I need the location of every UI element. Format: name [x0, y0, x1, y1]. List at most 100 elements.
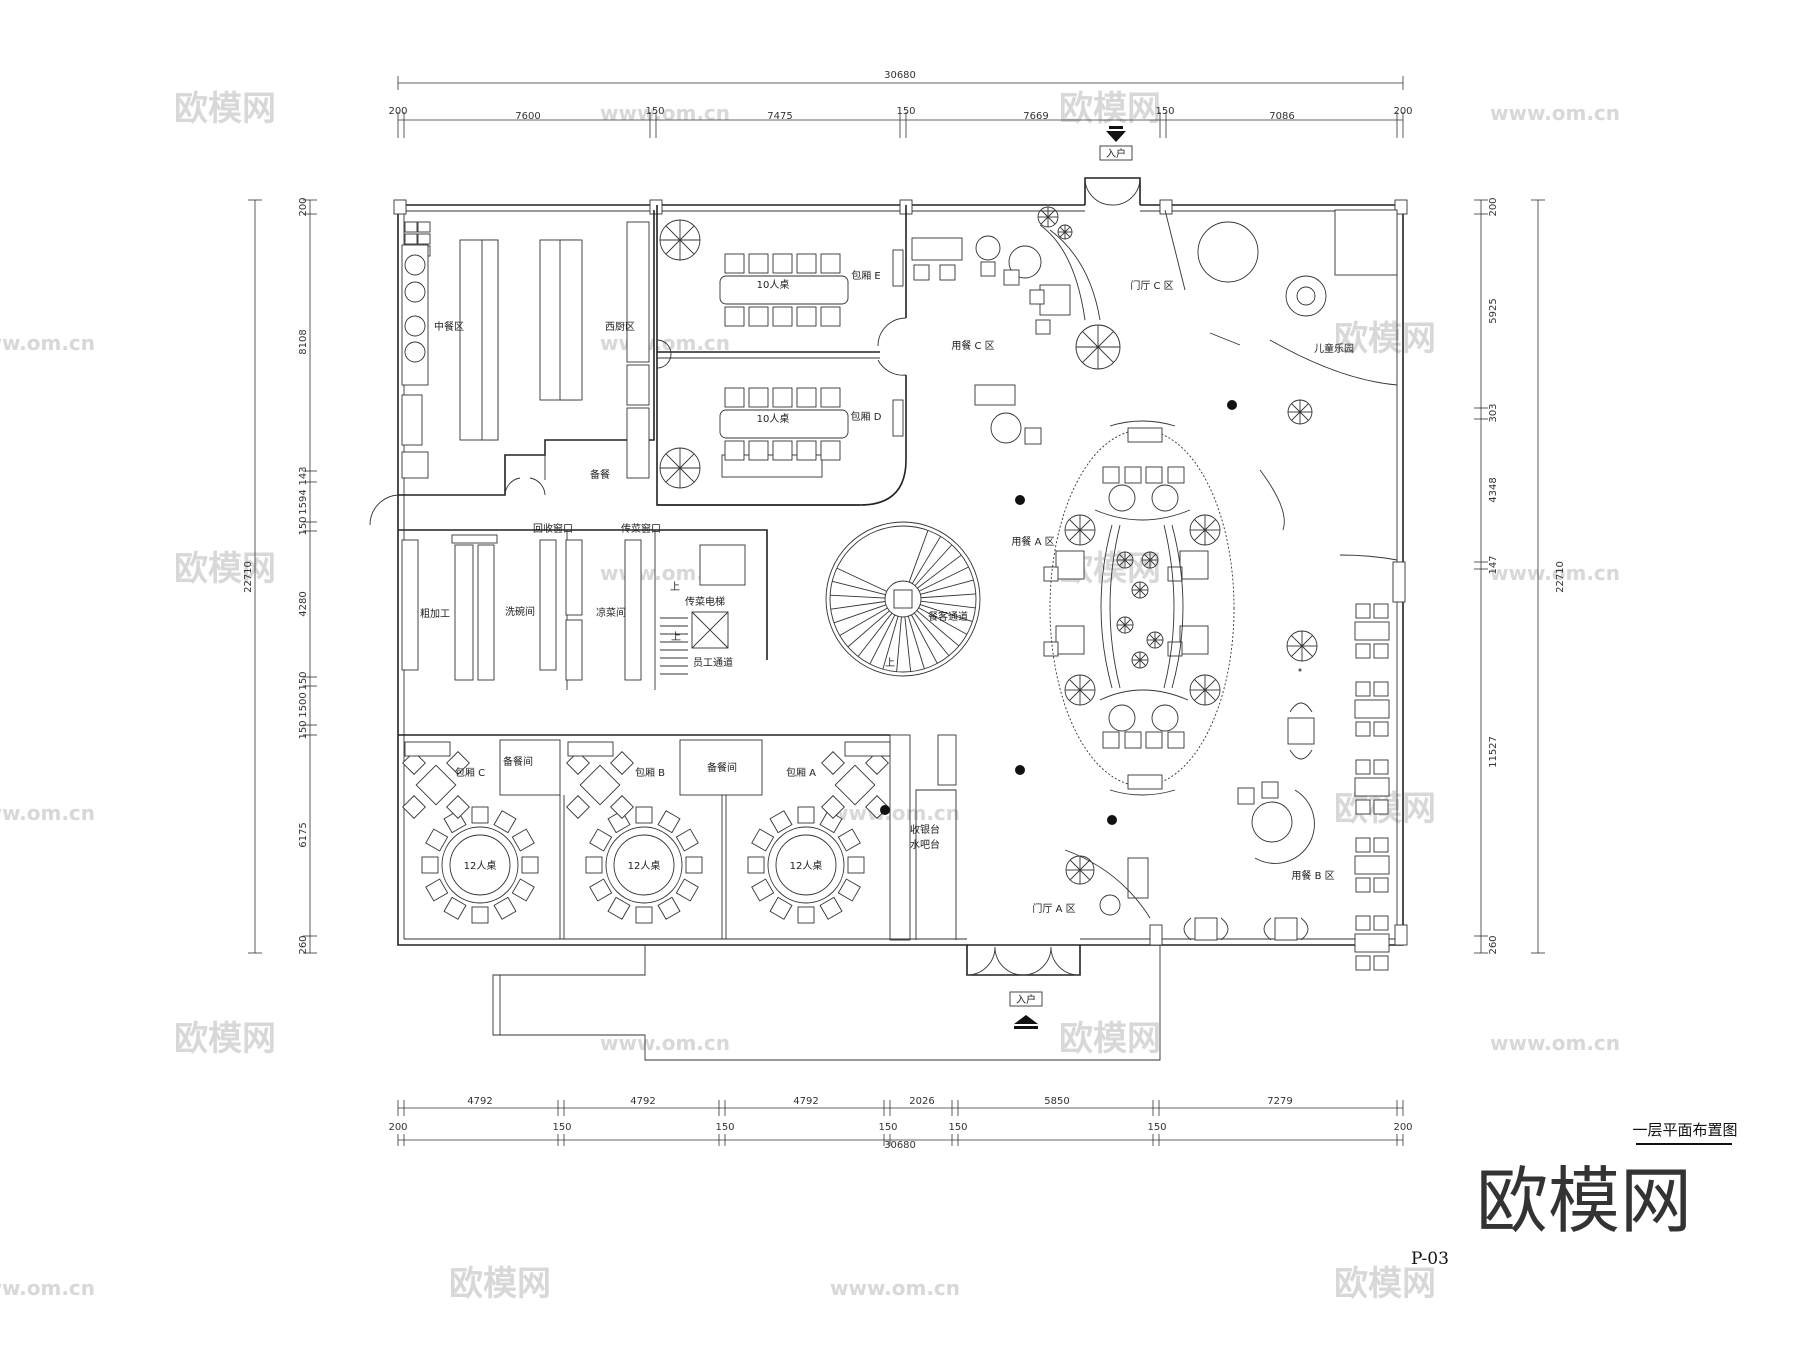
play-mat [1197, 221, 1259, 283]
chair [796, 306, 817, 327]
round-table [1151, 704, 1179, 732]
room-label: 包厢 D [851, 410, 882, 423]
plant-leaf [1139, 654, 1146, 661]
room-label: 包厢 C [455, 766, 485, 779]
plant-leaf [1134, 589, 1141, 596]
watermark-logo: 欧模网 [1059, 89, 1161, 129]
counter [565, 619, 583, 681]
chair [1355, 643, 1371, 659]
zone-label: 用餐 C 区 [951, 339, 994, 352]
stair-outer [825, 521, 981, 677]
dim-label: 260 [1488, 935, 1499, 954]
stair-up-label: 上 [670, 581, 680, 593]
stair-tread [918, 566, 969, 592]
plant-leaf [1291, 635, 1303, 647]
stair-up-label: 上 [671, 631, 681, 643]
chair [748, 253, 769, 274]
plant-leaf [1059, 231, 1066, 238]
drawing-title: 一层平面布置图 [1632, 1121, 1737, 1139]
round-table [1099, 894, 1121, 916]
plant-leaf [1299, 403, 1309, 413]
chair [1024, 427, 1042, 445]
curved-sofa [1254, 789, 1315, 864]
prep-counter [559, 239, 583, 401]
service-counter [721, 454, 823, 478]
chair [1102, 731, 1120, 749]
plant-leaf [1194, 529, 1206, 541]
chair [772, 440, 793, 461]
chair [769, 810, 793, 834]
counter [451, 534, 498, 544]
chair [1167, 566, 1183, 582]
dim-label: 200 [298, 197, 309, 216]
plant-leaf [679, 225, 695, 241]
plant-leaf [1119, 624, 1126, 631]
stove-burner [404, 233, 418, 245]
plant-leaf [1301, 635, 1313, 647]
dim-label: 150 [645, 106, 664, 117]
stair-tread [908, 530, 929, 583]
watermark-logo: 欧模网 [1059, 1019, 1161, 1059]
chair [1355, 955, 1371, 971]
chair [821, 795, 845, 819]
room-labels: 中餐区 西厨区 包厢 E 包厢 D 10人桌 10人桌 备餐 回收窗口 传菜窗口… [420, 269, 1354, 915]
stair-tread [832, 580, 886, 596]
cabinet [567, 741, 614, 757]
chair [1373, 759, 1389, 775]
lazy-susan [775, 834, 837, 896]
lounge-sofa [1055, 550, 1085, 580]
table [1274, 917, 1298, 941]
watermark-logo: 欧模网 [174, 1019, 276, 1059]
plant-leaf [1149, 639, 1156, 646]
chair [471, 906, 489, 924]
chair [1355, 915, 1371, 931]
prep-counter [481, 239, 499, 441]
chair [1373, 837, 1389, 853]
chair [425, 828, 449, 852]
storage-rack [626, 221, 650, 363]
watermark-url: www.om.cn [0, 801, 95, 825]
chair [589, 828, 613, 852]
table-label: 12人桌 [464, 859, 497, 872]
plant-leaf [1154, 634, 1161, 641]
room-label: 包厢 A [786, 766, 816, 779]
table [1287, 717, 1315, 745]
oval-dining-island [1049, 420, 1235, 796]
round-table [767, 826, 845, 904]
chair [657, 810, 681, 834]
stair-tread [911, 536, 941, 584]
chair [443, 896, 467, 920]
chair [797, 906, 815, 924]
double-sink [626, 364, 650, 406]
room-label: 餐客通道 [928, 610, 968, 623]
plant-leaf [1119, 619, 1126, 626]
dim-label: 260 [298, 935, 309, 954]
long-table [719, 275, 849, 305]
dim-label: 150 [1155, 106, 1174, 117]
play-ring-center [1296, 286, 1316, 306]
sofa [1127, 857, 1149, 899]
chair [748, 387, 769, 408]
bottom-entrance-marker: 入户 [1009, 991, 1043, 1029]
curved-partitions [1039, 209, 1398, 919]
top-dimensions: 30680 200 7600 150 7475 150 7669 150 708… [388, 70, 1413, 138]
plant-leaf [1119, 554, 1126, 561]
room-label: 回收窗口 [533, 522, 573, 535]
chair [1167, 466, 1185, 484]
dim-label: 200 [1488, 197, 1499, 216]
person-icon [1107, 815, 1117, 825]
chair [1373, 799, 1389, 815]
plant-leaf [1079, 529, 1091, 541]
plant-leaf [665, 239, 681, 255]
zone-label: 用餐 A 区 [1011, 535, 1054, 548]
dim-label: 4280 [298, 591, 309, 616]
room-label: 凉菜间 [596, 606, 626, 619]
lounge-sofa [1055, 625, 1085, 655]
dish-counter [539, 539, 557, 671]
dining-table [1354, 777, 1390, 797]
dining-table [1354, 699, 1390, 719]
table-label: 10人桌 [757, 278, 790, 291]
chair [635, 906, 653, 924]
stair-tread [919, 604, 973, 622]
